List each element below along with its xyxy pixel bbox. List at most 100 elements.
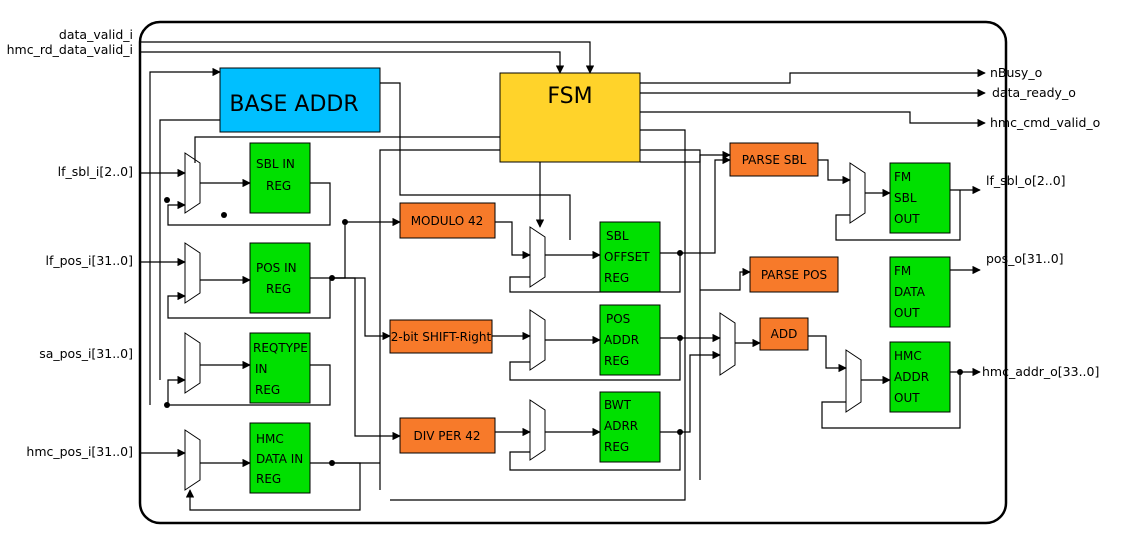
- junction-dot: [221, 212, 227, 218]
- fsm-block: FSM: [499, 72, 641, 163]
- wire-parse-sbl-in: [640, 150, 731, 163]
- hmc-addr-out-line-2: ADDR: [894, 370, 929, 384]
- output-hmc-addr: hmc_addr_o[33..0]: [982, 364, 1099, 379]
- wire-bwt-out: [660, 350, 721, 433]
- fm-sbl-out-line-3: OUT: [894, 212, 920, 226]
- junction-dot: [677, 429, 683, 435]
- wire-bwt-feedback: [509, 432, 681, 471]
- output-nbusy: nBusy_o: [990, 65, 1042, 80]
- input-lf-sbl: lf_sbl_i[2..0]: [58, 164, 133, 179]
- pos-addr-reg: POS ADDR REG: [599, 304, 661, 376]
- hmc-data-in-reg-line-2: DATA IN: [256, 452, 303, 466]
- base-addr-box: [219, 67, 381, 133]
- input-sa-pos: sa_pos_i[31..0]: [39, 346, 133, 361]
- mux-sbl-in: [184, 152, 201, 214]
- wire-to-parse-pos: [700, 267, 751, 291]
- reqtype-in-reg-line-3: REG: [255, 383, 280, 397]
- shift-right-label: 2-bit SHIFT-Right: [391, 330, 492, 344]
- sbl-in-reg-box: [249, 142, 311, 214]
- bwt-adrr-reg-box: [599, 391, 661, 463]
- wire-sbl-offset-feedback: [509, 253, 681, 293]
- mux-pos-addr: [529, 309, 546, 371]
- wire-sbl-reg-feedback: [167, 182, 331, 226]
- fm-sbl-out-line-1: FM: [894, 170, 911, 184]
- hmc-data-in-reg-line-3: REG: [256, 472, 281, 486]
- mux-add-input: [719, 312, 736, 376]
- wire-pos-feedback: [167, 278, 331, 319]
- fm-data-out-reg: FM DATA OUT: [889, 256, 951, 328]
- mux-reqtype-in: [184, 332, 201, 394]
- add-block: ADD: [759, 317, 809, 351]
- mux-sbl-offset: [529, 226, 546, 288]
- div-per-42-label: DIV PER 42: [413, 429, 480, 443]
- reqtype-in-reg-line-2: IN: [255, 362, 268, 376]
- sbl-offset-reg-line-3: REG: [604, 271, 629, 285]
- junction-dot: [677, 250, 683, 256]
- wire-parse-sbl-to-mux: [818, 159, 851, 185]
- base-addr-label: BASE ADDR: [229, 92, 358, 117]
- junction-dot: [342, 219, 348, 225]
- fm-data-out-line-1: FM: [894, 264, 911, 278]
- hmc-addr-out-line-3: OUT: [894, 391, 920, 405]
- junction-dot: [957, 369, 963, 375]
- parse-pos-block: PARSE POS: [749, 256, 839, 293]
- wire-pos-addr-feedback: [509, 338, 681, 381]
- output-data-ready: data_ready_o: [992, 85, 1076, 100]
- div-per-42-box: [399, 417, 496, 454]
- modulo-42-label: MODULO 42: [411, 214, 484, 228]
- hmc-data-in-reg: HMC DATA IN REG: [249, 422, 311, 494]
- hmc-addr-out-reg: HMC ADDR OUT: [889, 341, 951, 413]
- sbl-in-reg: SBL IN REG: [249, 142, 311, 214]
- fm-data-out-line-2: DATA: [894, 285, 926, 299]
- junction-dot: [164, 402, 170, 408]
- bwt-adrr-reg-line-3: REG: [604, 440, 629, 454]
- reqtype-in-reg: REQTYPE IN REG: [249, 332, 311, 404]
- wire-hmc-addr-feedback: [821, 372, 961, 429]
- output-labels: nBusy_o data_ready_o hmc_cmd_valid_o lf_…: [982, 65, 1100, 379]
- hmc-addr-out-box: [889, 341, 951, 413]
- sbl-in-reg-line-2: REG: [266, 179, 291, 193]
- input-lf-pos: lf_pos_i[31..0]: [46, 253, 134, 268]
- wires: [140, 41, 986, 511]
- junction-dot: [164, 197, 170, 203]
- bwt-adrr-reg-line-2: ADRR: [604, 419, 638, 433]
- wire-hmc-cmd-valid: [640, 111, 986, 128]
- wire-nbusy: [640, 68, 986, 84]
- mux-bwt-adrr: [529, 399, 546, 461]
- wire-hmc-rd-data-valid: [140, 51, 565, 74]
- parse-pos-label: PARSE POS: [761, 268, 827, 282]
- junction-dot: [329, 275, 335, 281]
- input-labels: data_valid_i hmc_rd_data_valid_i lf_sbl_…: [7, 27, 133, 459]
- sbl-offset-reg-line-1: SBL: [606, 229, 629, 243]
- junction-dot: [329, 460, 335, 466]
- wire-sbl-offset-out: [660, 155, 731, 254]
- pos-addr-reg-line-2: ADDR: [604, 333, 639, 347]
- pos-in-reg-line-1: POS IN: [256, 261, 297, 275]
- sbl-offset-reg: SBL OFFSET REG: [599, 221, 661, 293]
- sbl-offset-reg-line-2: OFFSET: [604, 250, 650, 264]
- sbl-in-reg-line-1: SBL IN: [256, 157, 295, 171]
- mux-hmc-addr-out: [845, 349, 862, 413]
- fm-sbl-out-reg: FM SBL OUT: [889, 162, 951, 234]
- base-addr-block: BASE ADDR: [219, 67, 381, 133]
- fm-data-out-line-3: OUT: [894, 306, 920, 320]
- fsm-label: FSM: [547, 84, 592, 109]
- wire-fm-sbl-feedback: [835, 190, 961, 241]
- reqtype-in-reg-box: [249, 332, 311, 404]
- parse-sbl-label: PARSE SBL: [742, 153, 807, 167]
- wire-data-valid: [140, 41, 595, 74]
- wire-add-to-mux: [808, 335, 847, 373]
- modulo-42-box: [399, 202, 496, 239]
- fsm-box: [499, 72, 641, 163]
- wire-base-addr-out: [380, 82, 571, 240]
- output-lf-sbl: lf_sbl_o[2..0]: [986, 173, 1066, 188]
- pos-addr-reg-line-3: REG: [604, 354, 629, 368]
- div-per-42-block: DIV PER 42: [399, 417, 496, 454]
- add-box: [759, 317, 809, 351]
- pos-in-reg: POS IN REG: [249, 242, 311, 314]
- wire-fsm-select-left: [194, 136, 500, 163]
- fm-data-out-box: [889, 256, 951, 328]
- wire-reqtype-feedback: [167, 364, 331, 406]
- output-pos: pos_o[31..0]: [986, 251, 1064, 266]
